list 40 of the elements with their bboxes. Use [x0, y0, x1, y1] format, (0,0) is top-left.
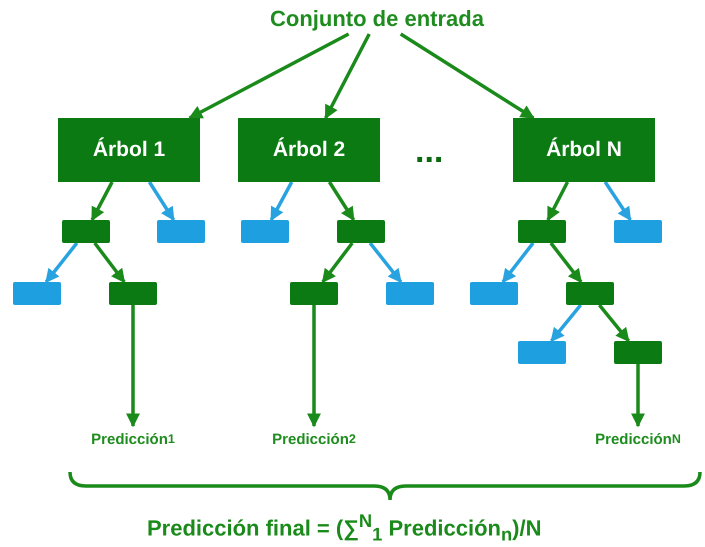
split-node [337, 220, 385, 243]
arrow [598, 304, 630, 342]
arrow [307, 305, 321, 428]
arrow [321, 242, 354, 284]
arrow [44, 242, 78, 284]
tree-box: Árbol 1 [58, 118, 200, 182]
arrow [188, 32, 350, 120]
arrow [400, 32, 535, 120]
arrow [324, 33, 371, 120]
arrow [604, 181, 632, 222]
arrow [631, 364, 645, 428]
tree-box: Árbol N [513, 118, 655, 182]
arrow [126, 305, 140, 428]
split-node [290, 282, 338, 305]
arrow [148, 181, 176, 222]
leaf-node [157, 220, 205, 243]
split-node [566, 282, 614, 305]
input-set-label: Conjunto de entrada [237, 4, 517, 34]
leaf-node [518, 341, 566, 364]
split-node [109, 282, 157, 305]
split-node [614, 341, 662, 364]
arrow [546, 181, 570, 222]
leaf-node [241, 220, 289, 243]
final-prediction-formula: Predicción final = (∑$^{N}$$_{1}$ Predicción$_{n}$)/N [147, 510, 542, 546]
arrow [328, 181, 356, 222]
arrow [502, 242, 534, 284]
leaf-node [13, 282, 61, 305]
arrow [550, 242, 582, 284]
leaf-node [386, 282, 434, 305]
leaf-node [470, 282, 518, 305]
tree-box: Árbol 2 [238, 118, 380, 182]
arrow [550, 304, 582, 342]
split-node [62, 220, 110, 243]
ellipsis: ... [415, 132, 444, 171]
arrow [368, 242, 402, 284]
arrow [90, 181, 114, 222]
leaf-node [614, 220, 662, 243]
arrow [270, 181, 294, 222]
split-node [518, 220, 566, 243]
arrow [93, 242, 126, 284]
